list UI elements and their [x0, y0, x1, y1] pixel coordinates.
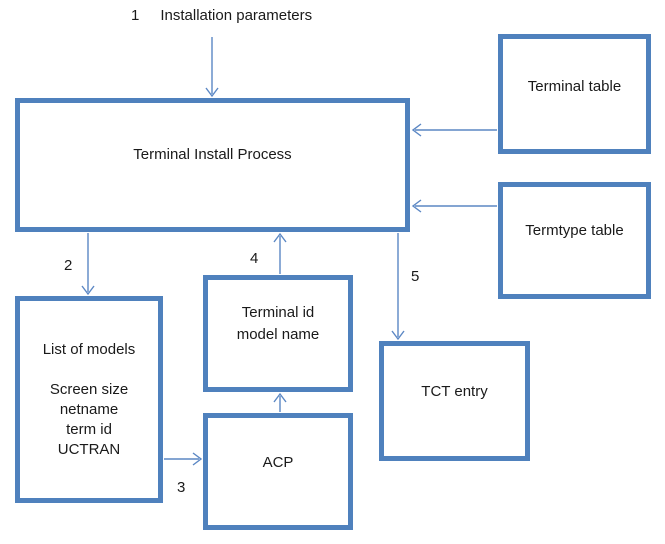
node-terminal-id-model-name: Terminal id model name: [203, 275, 353, 392]
node-label-line: Screen size: [49, 380, 129, 398]
step-number-4: 4: [250, 250, 259, 267]
node-label: TCT entry: [421, 383, 488, 400]
arrow-acp-to-terminal-id: [273, 392, 287, 412]
caption-text: Installation parameters: [160, 7, 313, 24]
node-label: ACP: [262, 454, 294, 471]
arrow-installation-to-process: [205, 37, 219, 98]
arrow-terminal-table-to-process: [411, 123, 497, 137]
node-terminal-install-process: Terminal Install Process: [15, 98, 410, 232]
node-label: Termtype table: [525, 222, 624, 239]
node-tct-entry: TCT entry: [379, 341, 530, 461]
node-label-line: Terminal id: [241, 303, 315, 321]
node-list-of-models: List of models Screen size netname term …: [15, 296, 163, 503]
arrow-process-to-list-of-models: [81, 233, 95, 296]
step-number-2: 2: [64, 257, 73, 274]
node-label-line: UCTRAN: [57, 440, 121, 458]
step-number-1: 1: [131, 7, 140, 24]
step-number-3: 3: [177, 479, 186, 496]
node-label-line: netname: [59, 400, 119, 418]
node-terminal-table: Terminal table: [498, 34, 651, 154]
step-number-5: 5: [411, 268, 420, 285]
node-label-line: model name: [236, 325, 320, 343]
node-label: Terminal Install Process: [133, 146, 292, 163]
arrow-terminal-id-to-process: [273, 232, 287, 274]
node-label: Terminal table: [527, 78, 622, 95]
arrow-termtype-table-to-process: [411, 199, 497, 213]
caption-installation-parameters: 1 Installation parameters: [131, 7, 312, 25]
node-termtype-table: Termtype table: [498, 182, 651, 299]
arrow-process-to-tct: [391, 233, 405, 341]
node-label-line: term id: [66, 420, 112, 438]
node-label-line: List of models: [42, 340, 136, 358]
arrow-list-of-models-to-acp: [164, 452, 203, 466]
node-acp: ACP: [203, 413, 353, 530]
